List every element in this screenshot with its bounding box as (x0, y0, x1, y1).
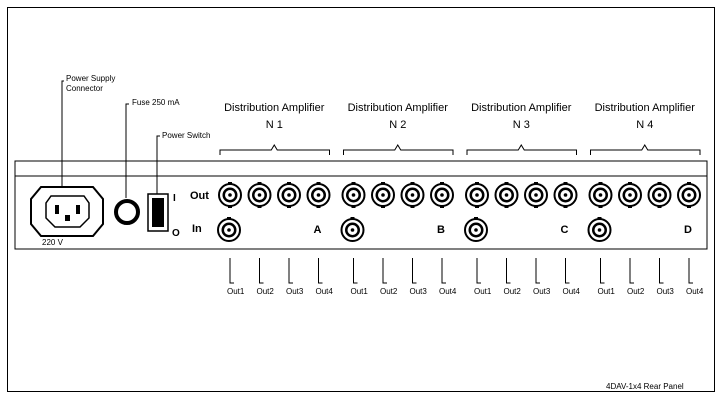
out-row-label: Out (190, 190, 209, 202)
amplifier-number: N 3 (513, 119, 530, 131)
output-leader (382, 258, 387, 284)
amplifier-number: N 2 (389, 119, 406, 131)
bnc-out-connector (524, 182, 548, 208)
amplifier-brace (343, 144, 454, 155)
channel-letter: B (437, 224, 445, 236)
bnc-out-connector (465, 182, 489, 208)
bnc-out-connector (247, 182, 272, 208)
bnc-out-connector (588, 182, 613, 208)
power-switch (147, 193, 169, 232)
amplifier-number: N 1 (266, 119, 283, 131)
bnc-out-connector (277, 182, 301, 208)
rear-panel-body (14, 160, 708, 250)
voltage-label: 220 V (42, 238, 64, 247)
diagram-caption: 4DAV-1x4 Rear Panel (606, 382, 684, 391)
amplifier-title: Distribution Amplifier (224, 102, 325, 114)
switch-on-label: I (173, 193, 176, 204)
output-leader (535, 258, 540, 284)
output-label: Out4 (316, 287, 334, 296)
output-leader (659, 258, 664, 284)
bnc-out-connector (371, 182, 395, 208)
fuse-label: Fuse 250 mA (132, 98, 180, 107)
bnc-in-connector (464, 217, 488, 242)
output-label: Out1 (474, 287, 492, 296)
output-leader (688, 258, 693, 284)
bnc-out-connector (553, 182, 578, 208)
amplifier-group-1: Distribution Amplifier N 1 Out1 Out2 Out3 Out… (217, 102, 334, 296)
amplifier-title: Distribution Amplifier (348, 102, 449, 114)
bnc-out-connector (430, 182, 454, 208)
amplifier-brace (590, 144, 701, 155)
diagram-frame (7, 7, 715, 392)
output-leader (288, 258, 293, 284)
bnc-out-connector (647, 182, 672, 208)
bnc-in-connector (340, 217, 365, 242)
amplifier-title: Distribution Amplifier (471, 102, 572, 114)
amplifier-group-2: Distribution Amplifier N 2 Out1 Out2 Out3 Out… (340, 102, 457, 296)
in-row-label: In (192, 223, 202, 235)
switch-off-label: O (172, 228, 180, 239)
output-label: Out1 (351, 287, 369, 296)
amplifier-group-3: Distribution Amplifier N 3 Out1 Out2 Out3 Out… (464, 102, 581, 296)
amplifier-brace (466, 144, 577, 155)
bnc-out-connector (306, 182, 331, 208)
output-leader (629, 258, 634, 284)
output-leader (229, 258, 234, 284)
output-label: Out1 (598, 287, 616, 296)
output-label: Out3 (657, 287, 675, 296)
output-leader (506, 258, 511, 284)
power-switch-leader (156, 135, 160, 194)
output-label: Out4 (563, 287, 581, 296)
output-label: Out3 (410, 287, 428, 296)
power-connector (30, 186, 104, 237)
output-leader (441, 258, 446, 284)
bnc-out-connector (341, 182, 366, 208)
output-leader (259, 258, 264, 284)
output-label: Out2 (504, 287, 522, 296)
power-switch-label: Power Switch (162, 131, 210, 140)
amplifier-number: N 4 (636, 119, 653, 131)
channel-letter: A (314, 224, 322, 236)
output-leader (600, 258, 605, 284)
output-label: Out2 (257, 287, 275, 296)
output-leader (353, 258, 358, 284)
bnc-in-connector (217, 217, 241, 242)
output-label: Out2 (380, 287, 398, 296)
output-leader (412, 258, 417, 284)
channel-letter: D (684, 224, 692, 236)
fuse-leader (125, 103, 129, 198)
bnc-in-connector (587, 217, 612, 242)
amplifier-group-4: Distribution Amplifier N 4 Out1 Out2 Out3 Out… (587, 102, 704, 296)
output-label: Out2 (627, 287, 645, 296)
power-supply-label-line2: Connector (66, 84, 103, 93)
amplifier-title: Distribution Amplifier (595, 102, 696, 114)
power-supply-label: Power Supply (66, 74, 115, 83)
amplifier-brace (219, 144, 330, 155)
output-label: Out3 (533, 287, 551, 296)
bnc-out-connector (677, 182, 701, 208)
output-label: Out3 (286, 287, 304, 296)
output-leader (476, 258, 481, 284)
bnc-out-connector (218, 182, 242, 208)
fuse-icon (114, 199, 140, 225)
bnc-out-connector (494, 182, 519, 208)
output-leader (565, 258, 570, 284)
bnc-out-connector (618, 182, 642, 208)
output-label: Out4 (439, 287, 457, 296)
bnc-out-connector (400, 182, 425, 208)
power-supply-leader (61, 80, 64, 186)
output-label: Out1 (227, 287, 245, 296)
channel-letter: C (561, 224, 569, 236)
output-leader (318, 258, 323, 284)
output-label: Out4 (686, 287, 704, 296)
